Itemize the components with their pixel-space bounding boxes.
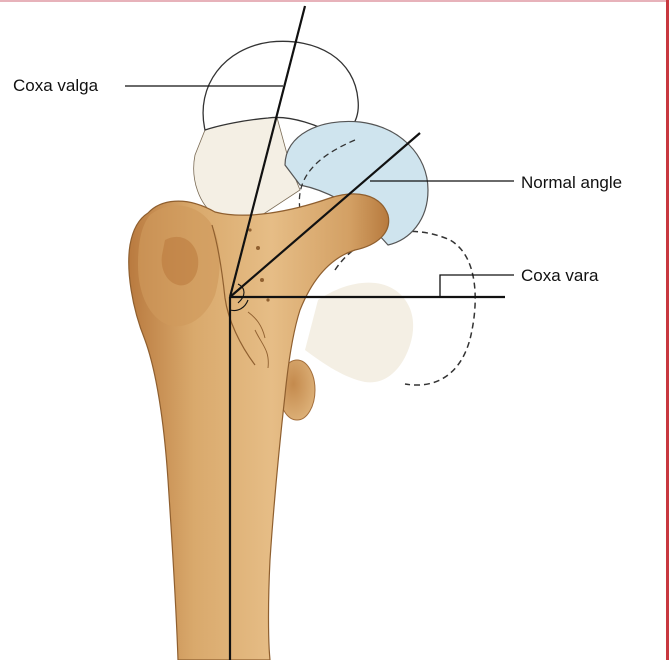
coxa-valga-label: Coxa valga: [13, 76, 98, 96]
coxa-vara-label: Coxa vara: [521, 266, 598, 286]
normal-angle-label: Normal angle: [521, 173, 622, 193]
leader-coxa-vara: [440, 275, 514, 297]
